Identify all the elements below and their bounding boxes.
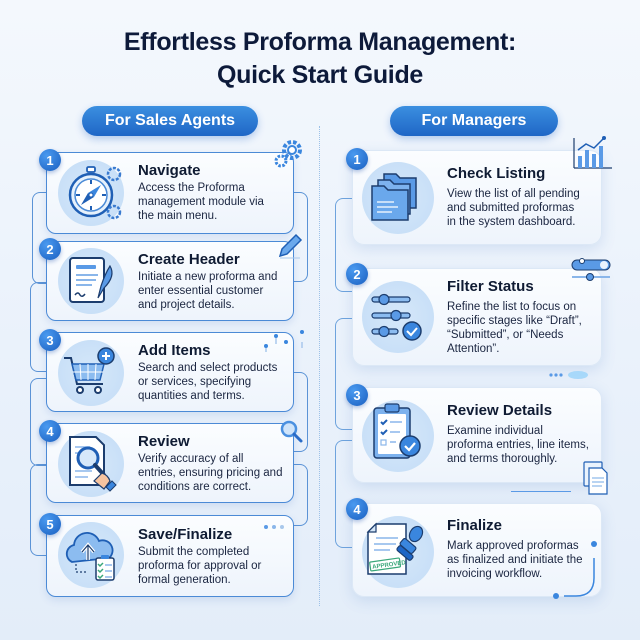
desc-line: the main menu. (138, 210, 218, 222)
connector-line (292, 464, 308, 526)
desc-line: as finalized and initiate the (447, 554, 583, 566)
desc-line: Access the Proforma (138, 182, 245, 194)
desc-line: conditions are correct. (138, 481, 252, 493)
connector-line (30, 464, 54, 556)
connector-line (32, 192, 54, 284)
step-badge: 5 (39, 513, 61, 535)
filter-sliders-icon (362, 281, 434, 353)
step-badge: 3 (346, 384, 368, 406)
more-dots-icon (549, 371, 588, 379)
desc-line: and terms thoroughly. (447, 453, 558, 465)
document-quill-icon (58, 248, 124, 314)
step-description: Submit the completed proforma for approv… (138, 545, 261, 587)
desc-line: Initiate a new proforma and (138, 271, 278, 283)
desc-line: proforma for approval or (138, 560, 262, 572)
managers-header: For Managers (390, 106, 558, 136)
step-description: Initiate a new proforma and enter essent… (138, 270, 277, 312)
step-title: Review Details (447, 402, 553, 419)
desc-line: or services, specifying (138, 376, 252, 388)
step-title: Create Header (138, 251, 240, 268)
step-title: Review (138, 433, 190, 450)
documents-icon (583, 461, 608, 495)
title-line-1: Effortless Proforma Management: (123, 28, 517, 56)
connector-line (292, 192, 308, 282)
step-title: Finalize (447, 517, 503, 534)
step-description: Refine the list to focus on specific sta… (447, 300, 582, 356)
pencil-icon (278, 233, 303, 259)
desc-line: Examine individual (447, 425, 543, 437)
connector-line (30, 378, 54, 466)
connector-line (335, 440, 355, 548)
desc-line: invoicing workflow. (447, 568, 543, 580)
step-description: Mark approved proformas as finalized and… (447, 539, 583, 581)
desc-line: Submit the completed (138, 546, 250, 558)
desc-line: “Submitted”, or “Needs (447, 329, 564, 341)
sales-agents-header: For Sales Agents (82, 106, 258, 136)
desc-line: Search and select products (138, 362, 278, 374)
step-title: Navigate (138, 162, 201, 179)
compass-icon (58, 160, 124, 226)
step-title: Filter Status (447, 278, 534, 295)
folders-icon (362, 162, 434, 234)
more-dots-icon (264, 525, 284, 529)
desc-line: Verify accuracy of all (138, 453, 244, 465)
desc-line: specific stages like “Draft”, (447, 315, 582, 327)
desc-line: and project details. (138, 299, 235, 311)
decorative-line (511, 491, 571, 492)
toggle-slider-icon (571, 258, 611, 281)
step-badge: 2 (39, 238, 61, 260)
connector-line (292, 372, 308, 452)
connector-line (335, 198, 355, 292)
desc-line: in the system dashboard. (447, 216, 576, 228)
step-description: Search and select products or services, … (138, 361, 277, 403)
desc-line: proforma entries, line items, (447, 439, 589, 451)
step-badge: 4 (39, 420, 61, 442)
desc-line: management module via (138, 196, 264, 208)
step-badge: 3 (39, 329, 61, 351)
step-badge: 2 (346, 263, 368, 285)
step-description: Verify accuracy of all entries, ensuring… (138, 452, 282, 494)
column-divider (319, 126, 320, 606)
desc-line: Attention”. (447, 343, 500, 355)
step-title: Add Items (138, 342, 211, 359)
step-description: Access the Proforma management module vi… (138, 181, 264, 223)
magnifier-document-icon (58, 431, 124, 497)
desc-line: View the list of all pending (447, 188, 580, 200)
desc-line: formal generation. (138, 574, 231, 586)
step-description: View the list of all pending and submitt… (447, 187, 580, 229)
title-line-2: Quick Start Guide (216, 61, 424, 89)
desc-line: enter essential customer (138, 285, 264, 297)
desc-line: Mark approved proformas (447, 540, 579, 552)
search-icon (280, 420, 303, 443)
step-badge: 1 (346, 148, 368, 170)
desc-line: quantities and terms. (138, 390, 245, 402)
step-title: Check Listing (447, 165, 546, 182)
step-description: Examine individual proforma entries, lin… (447, 424, 589, 466)
connector-line (30, 282, 54, 372)
step-badge: 4 (346, 498, 368, 520)
gear-icon (274, 140, 302, 168)
bar-chart-icon (573, 136, 612, 169)
clipboard-check-icon (362, 400, 434, 472)
approved-stamp-icon: APPROVED (362, 516, 434, 588)
connector-curve (553, 541, 597, 599)
step-title: Save/Finalize (138, 526, 233, 543)
page-title: Effortless Proforma Management: Quick St… (0, 26, 640, 92)
cart-add-icon (58, 340, 124, 406)
dots-chart-icon (264, 330, 304, 352)
step-badge: 1 (39, 149, 61, 171)
desc-line: Refine the list to focus on (447, 301, 577, 313)
desc-line: and submitted proformas (447, 202, 575, 214)
cloud-upload-checklist-icon (58, 522, 124, 588)
approved-stamp-text: APPROVED (372, 560, 407, 571)
connector-line (335, 318, 355, 430)
desc-line: entries, ensuring pricing and (138, 467, 283, 479)
